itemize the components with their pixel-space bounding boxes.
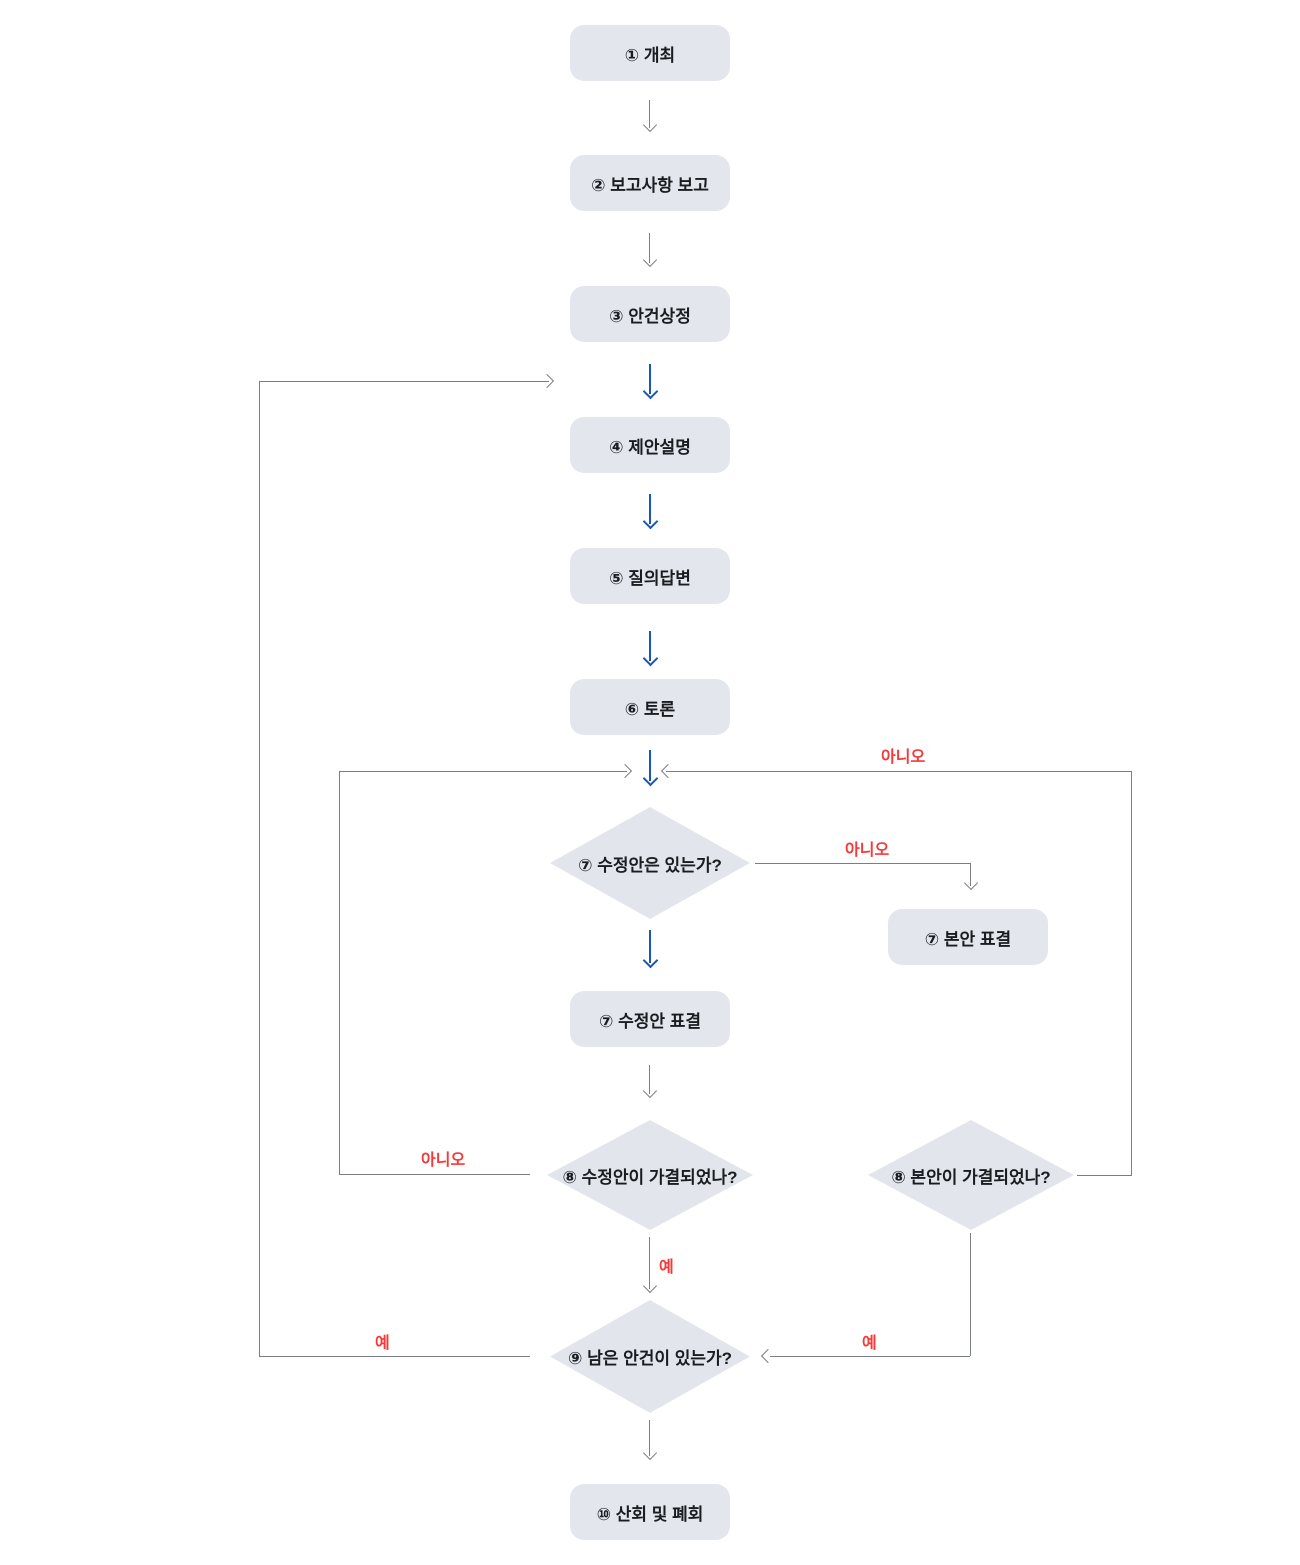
node-vote-main: ⑦ 본안 표결 bbox=[888, 909, 1048, 965]
node-step2-report: ② 보고사항 보고 bbox=[570, 155, 730, 211]
connector-step5-step6 bbox=[649, 631, 651, 661]
arrowhead-decision8-decision9 bbox=[642, 1278, 658, 1294]
edge-label-yes-amendment: 예 bbox=[659, 1259, 674, 1276]
arrowhead-step4-step5 bbox=[642, 513, 659, 530]
node-step10-closing: ⑩ 산회 및 폐회 bbox=[570, 1484, 730, 1540]
arrowhead-amendment-loop-junction bbox=[617, 763, 633, 779]
node-step5-qna: ⑤ 질의답변 bbox=[570, 548, 730, 604]
connector-decision9-yes-return bbox=[259, 381, 549, 382]
decision-main-passed: ⑧ 본안이 가결되었나? bbox=[868, 1120, 1074, 1230]
edge-label-no-to-main-vote: 아니오 bbox=[845, 842, 890, 859]
node-vote-amendment: ⑦ 수정안 표결 bbox=[570, 991, 730, 1047]
node-step6-debate: ⑥ 토론 bbox=[570, 679, 730, 735]
node-step4-proposal: ④ 제안설명 bbox=[570, 417, 730, 473]
arrowhead-decision9-step10 bbox=[642, 1445, 658, 1461]
edge-label-no-amendment-loop: 아니오 bbox=[421, 1152, 466, 1169]
connector-amendment-loop-top bbox=[339, 771, 627, 772]
arrowhead-step1-step2 bbox=[642, 117, 658, 133]
connector-decision8-main-no-horizontal bbox=[1077, 1175, 1132, 1176]
arrowhead-main-loop-junction bbox=[660, 763, 676, 779]
connector-decision7-no-vertical bbox=[970, 863, 971, 886]
arrowhead-main-yes-decision9 bbox=[760, 1348, 776, 1364]
decision-amendment-passed: ⑧ 수정안이 가결되었나? bbox=[547, 1120, 753, 1230]
arrowhead-decision9-return bbox=[539, 373, 555, 389]
connector-main-loop-top bbox=[666, 771, 1131, 772]
decision-remaining-items: ⑨ 남은 안건이 있는가? bbox=[550, 1300, 750, 1413]
connector-step4-step5 bbox=[649, 494, 651, 524]
connector-decision9-step10 bbox=[649, 1420, 650, 1456]
connector-decision8-main-yes-horizontal bbox=[770, 1356, 970, 1357]
decision-has-amendment: ⑦ 수정안은 있는가? bbox=[550, 807, 750, 919]
connector-decision9-yes-vertical bbox=[259, 381, 260, 1356]
connector-decision8-no-vertical bbox=[339, 771, 340, 1174]
arrowhead-vote-amendment-decision8 bbox=[642, 1083, 658, 1099]
arrowhead-step2-step3 bbox=[642, 252, 658, 268]
connector-decision9-yes-horizontal bbox=[259, 1356, 530, 1357]
connector-decision8-no-horizontal bbox=[339, 1174, 530, 1175]
edge-label-yes-main: 예 bbox=[862, 1335, 877, 1352]
connector-vote-amendment-decision8 bbox=[649, 1065, 650, 1094]
edge-label-yes-remaining-loop: 예 bbox=[375, 1335, 390, 1352]
connector-decision8-decision9 bbox=[649, 1237, 650, 1289]
connector-decision8-main-yes-vertical bbox=[970, 1233, 971, 1356]
arrowhead-decision7-vote-amendment bbox=[642, 952, 659, 969]
arrowhead-step5-step6 bbox=[642, 650, 659, 667]
connector-decision7-no-horizontal bbox=[755, 863, 970, 864]
connector-step3-step4 bbox=[649, 364, 651, 394]
connector-step6-decision7 bbox=[649, 750, 651, 781]
connector-decision8-main-no-vertical bbox=[1131, 771, 1132, 1175]
arrowhead-decision7-vote-main bbox=[963, 875, 979, 891]
arrowhead-step6-decision7 bbox=[642, 770, 659, 787]
connector-decision7-vote-amendment bbox=[649, 930, 651, 963]
edge-label-no-main-loop: 아니오 bbox=[881, 749, 926, 766]
connector-step2-step3 bbox=[649, 233, 650, 263]
arrowhead-step3-step4 bbox=[642, 383, 659, 400]
connector-step1-step2 bbox=[649, 100, 650, 128]
node-step1-opening: ① 개최 bbox=[570, 25, 730, 81]
node-step3-agenda: ③ 안건상정 bbox=[570, 286, 730, 342]
